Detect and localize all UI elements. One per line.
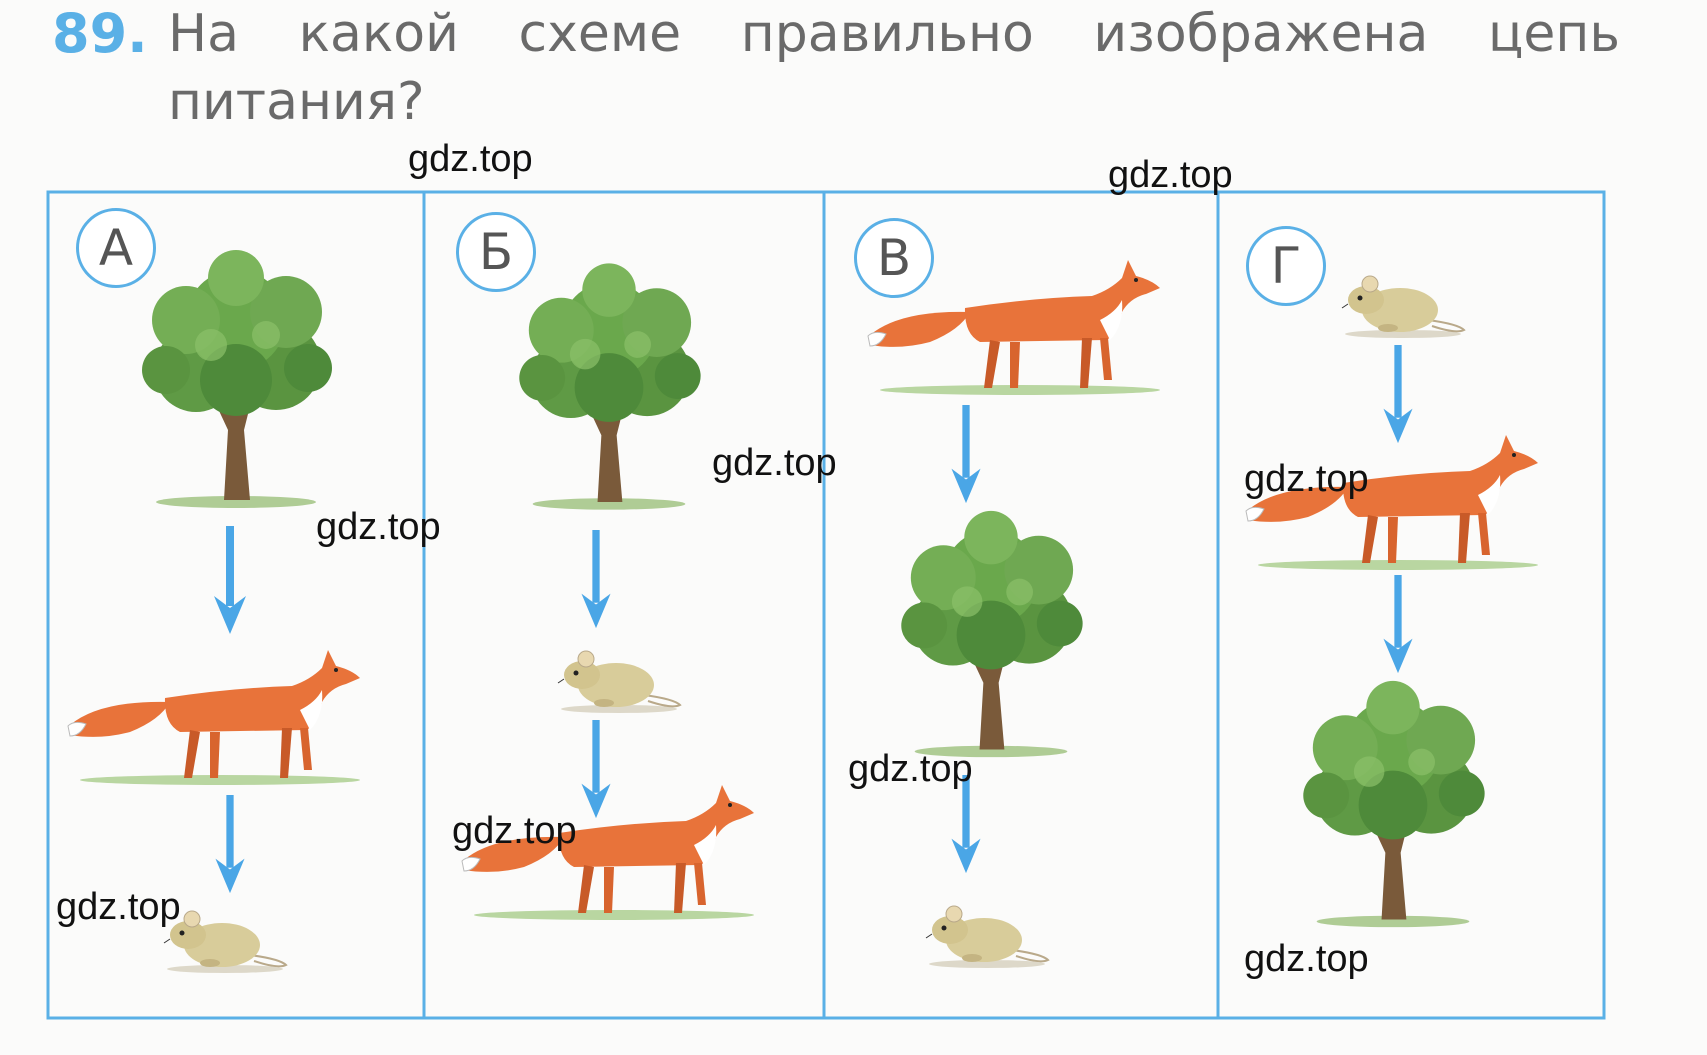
option-letter-a: А <box>76 208 156 288</box>
watermark-text: gdz.top <box>408 138 533 180</box>
arrow-down-icon <box>215 795 245 894</box>
question-word: какой <box>298 4 459 64</box>
option-b-panel[interactable]: Б <box>424 190 824 1020</box>
tree-icon <box>519 263 701 510</box>
option-a-panel[interactable]: А <box>46 190 424 1020</box>
question-line-1: На какой схеме правильно изображена цепь <box>168 4 1620 64</box>
watermark-text: gdz.top <box>316 506 441 548</box>
watermark-text: gdz.top <box>452 810 577 852</box>
watermark-text: gdz.top <box>1244 458 1369 500</box>
question-word: изображена <box>1093 4 1429 64</box>
frame-border <box>46 190 1606 1020</box>
question-number: 89. <box>52 2 148 65</box>
option-v-panel[interactable]: В <box>824 190 1218 1020</box>
question-word: схеме <box>518 4 682 64</box>
option-letter-v: В <box>854 218 934 298</box>
watermark-text: gdz.top <box>712 442 837 484</box>
mouse-icon <box>925 905 1049 969</box>
arrow-down-icon <box>581 530 611 629</box>
question-word: правильно <box>740 4 1034 64</box>
mouse-icon <box>557 650 681 714</box>
tree-icon <box>142 250 332 508</box>
mouse-icon <box>1341 275 1465 339</box>
option-letter-g: Г <box>1246 226 1326 306</box>
question-word: На <box>168 4 239 64</box>
fox-icon <box>867 259 1161 396</box>
option-g-panel[interactable]: Г <box>1218 190 1604 1020</box>
arrow-down-icon <box>214 526 246 634</box>
tree-icon <box>1303 680 1485 928</box>
watermark-text: gdz.top <box>848 748 973 790</box>
watermark-text: gdz.top <box>1244 938 1369 980</box>
answer-options-frame: А Б В Г <box>46 190 1606 1020</box>
tree-icon <box>901 510 1083 758</box>
question-line-2: питания? <box>168 72 425 132</box>
arrow-down-icon <box>1383 575 1413 674</box>
fox-icon <box>67 649 361 786</box>
arrow-down-icon <box>951 405 981 504</box>
question-word: цепь <box>1487 4 1620 64</box>
option-letter-b: Б <box>456 212 536 292</box>
watermark-text: gdz.top <box>56 886 181 928</box>
watermark-text: gdz.top <box>1108 154 1233 196</box>
